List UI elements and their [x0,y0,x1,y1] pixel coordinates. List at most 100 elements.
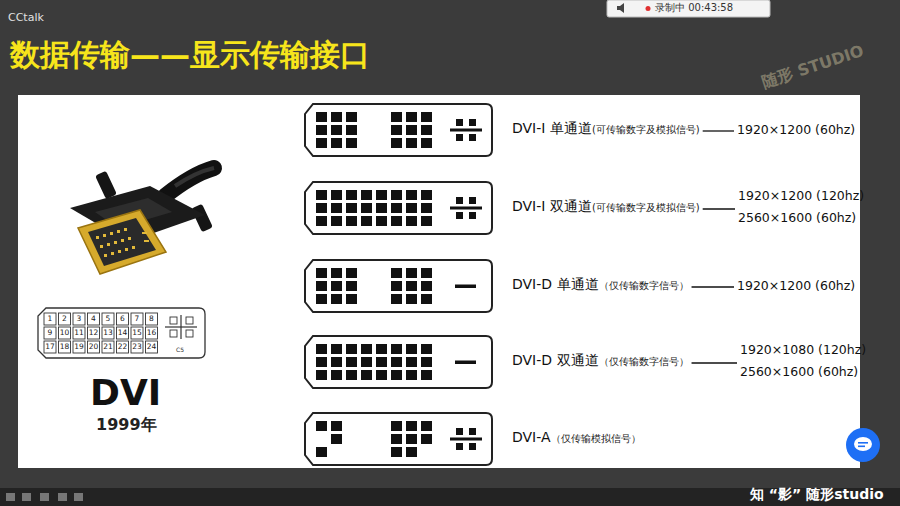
pin-square [88,341,100,353]
recording-bar [607,0,770,17]
pin [406,112,417,122]
row-label: DVI-D 单通道（仅传输数字信号） [512,276,689,294]
pin-number: 22 [117,341,129,353]
pin [316,190,327,200]
connector-outline [305,336,492,388]
pin [316,125,327,135]
pin-square [59,313,71,325]
pin-number: 5 [102,313,114,325]
pin [421,203,432,213]
pin-number: 9 [44,327,56,339]
pin-number: 14 [117,327,129,339]
pin [361,344,372,354]
pin-square [117,341,129,353]
ground-blade [455,361,476,365]
pin [391,138,402,148]
interface-name: DVI-D 单通道 [512,276,599,294]
pin-square [146,327,158,339]
pin [421,344,432,354]
pin-number: 23 [131,341,143,353]
pinout-outline [38,308,205,358]
pin [421,357,432,367]
pin-number: 19 [73,341,85,353]
pin-number: 13 [102,327,114,339]
pin [331,268,342,278]
analog-pin [456,212,463,219]
pin [346,138,357,148]
ground-blade [455,285,476,289]
pin [406,434,417,444]
pin [316,216,327,226]
pin [361,203,372,213]
interface-note: (可传输数字及模拟信号) [592,123,700,137]
pin [391,203,402,213]
pin [406,294,417,304]
pin-number: 8 [146,313,158,325]
pin [331,434,342,444]
toolbar-icon [22,493,31,501]
resolution: 2560×1600 (60hz) [740,365,858,379]
interface-name: DVI-I 双通道 [512,198,592,216]
pin [421,434,432,444]
pin-number: 17 [44,341,56,353]
analog-pin [469,134,476,141]
pin-number: 7 [131,313,143,325]
pin-square [117,327,129,339]
pin-square [88,313,100,325]
pin-square [44,327,56,339]
leader-line [703,208,735,209]
pin-square [117,313,129,325]
pin [391,447,402,457]
pin [376,370,387,380]
interface-note: （仅传输模拟信号） [551,432,641,446]
pin [421,370,432,380]
pin [346,112,357,122]
pin [406,125,417,135]
row-label: DVI-D 双通道（仅传输数字信号） [512,352,689,370]
pin-square [44,341,56,353]
pin-number: 18 [59,341,71,353]
ground-blade [450,438,482,441]
connector-outline [305,182,492,234]
pin [346,125,357,135]
pin [406,357,417,367]
pin [346,370,357,380]
pin-square [131,327,143,339]
resolution: 1920×1200 (120hz) [738,189,864,203]
analog-pin [469,428,476,435]
plug-insert [88,218,156,266]
pin-number: 20 [88,341,100,353]
pin [361,370,372,380]
pin-square [59,327,71,339]
pin-square [73,341,85,353]
ground-blade [450,129,482,132]
pin-square [186,330,193,337]
pin-square [59,341,71,353]
row-label: DVI-A（仅传输模拟信号） [512,429,641,446]
pin [346,281,357,291]
interface-name: DVI-A [512,429,551,445]
thumbscrew [95,171,117,200]
pin-square [73,327,85,339]
toolbar-icon [74,493,83,501]
pin [391,268,402,278]
pin [421,216,432,226]
analog-pin [456,134,463,141]
pin [421,421,432,431]
pin [346,216,357,226]
pin-number: 4 [88,313,100,325]
toolbar-icon [58,493,67,501]
pin [391,344,402,354]
pin [406,203,417,213]
pin-number: 6 [117,313,129,325]
chat-button [846,428,880,462]
analog-pin [469,212,476,219]
pin-number: 24 [146,341,158,353]
pin [406,447,417,457]
pin-square [73,313,85,325]
resolution: 1920×1200 (60hz) [737,123,855,137]
pin-square [102,313,114,325]
pin [361,357,372,367]
pin-square [102,327,114,339]
